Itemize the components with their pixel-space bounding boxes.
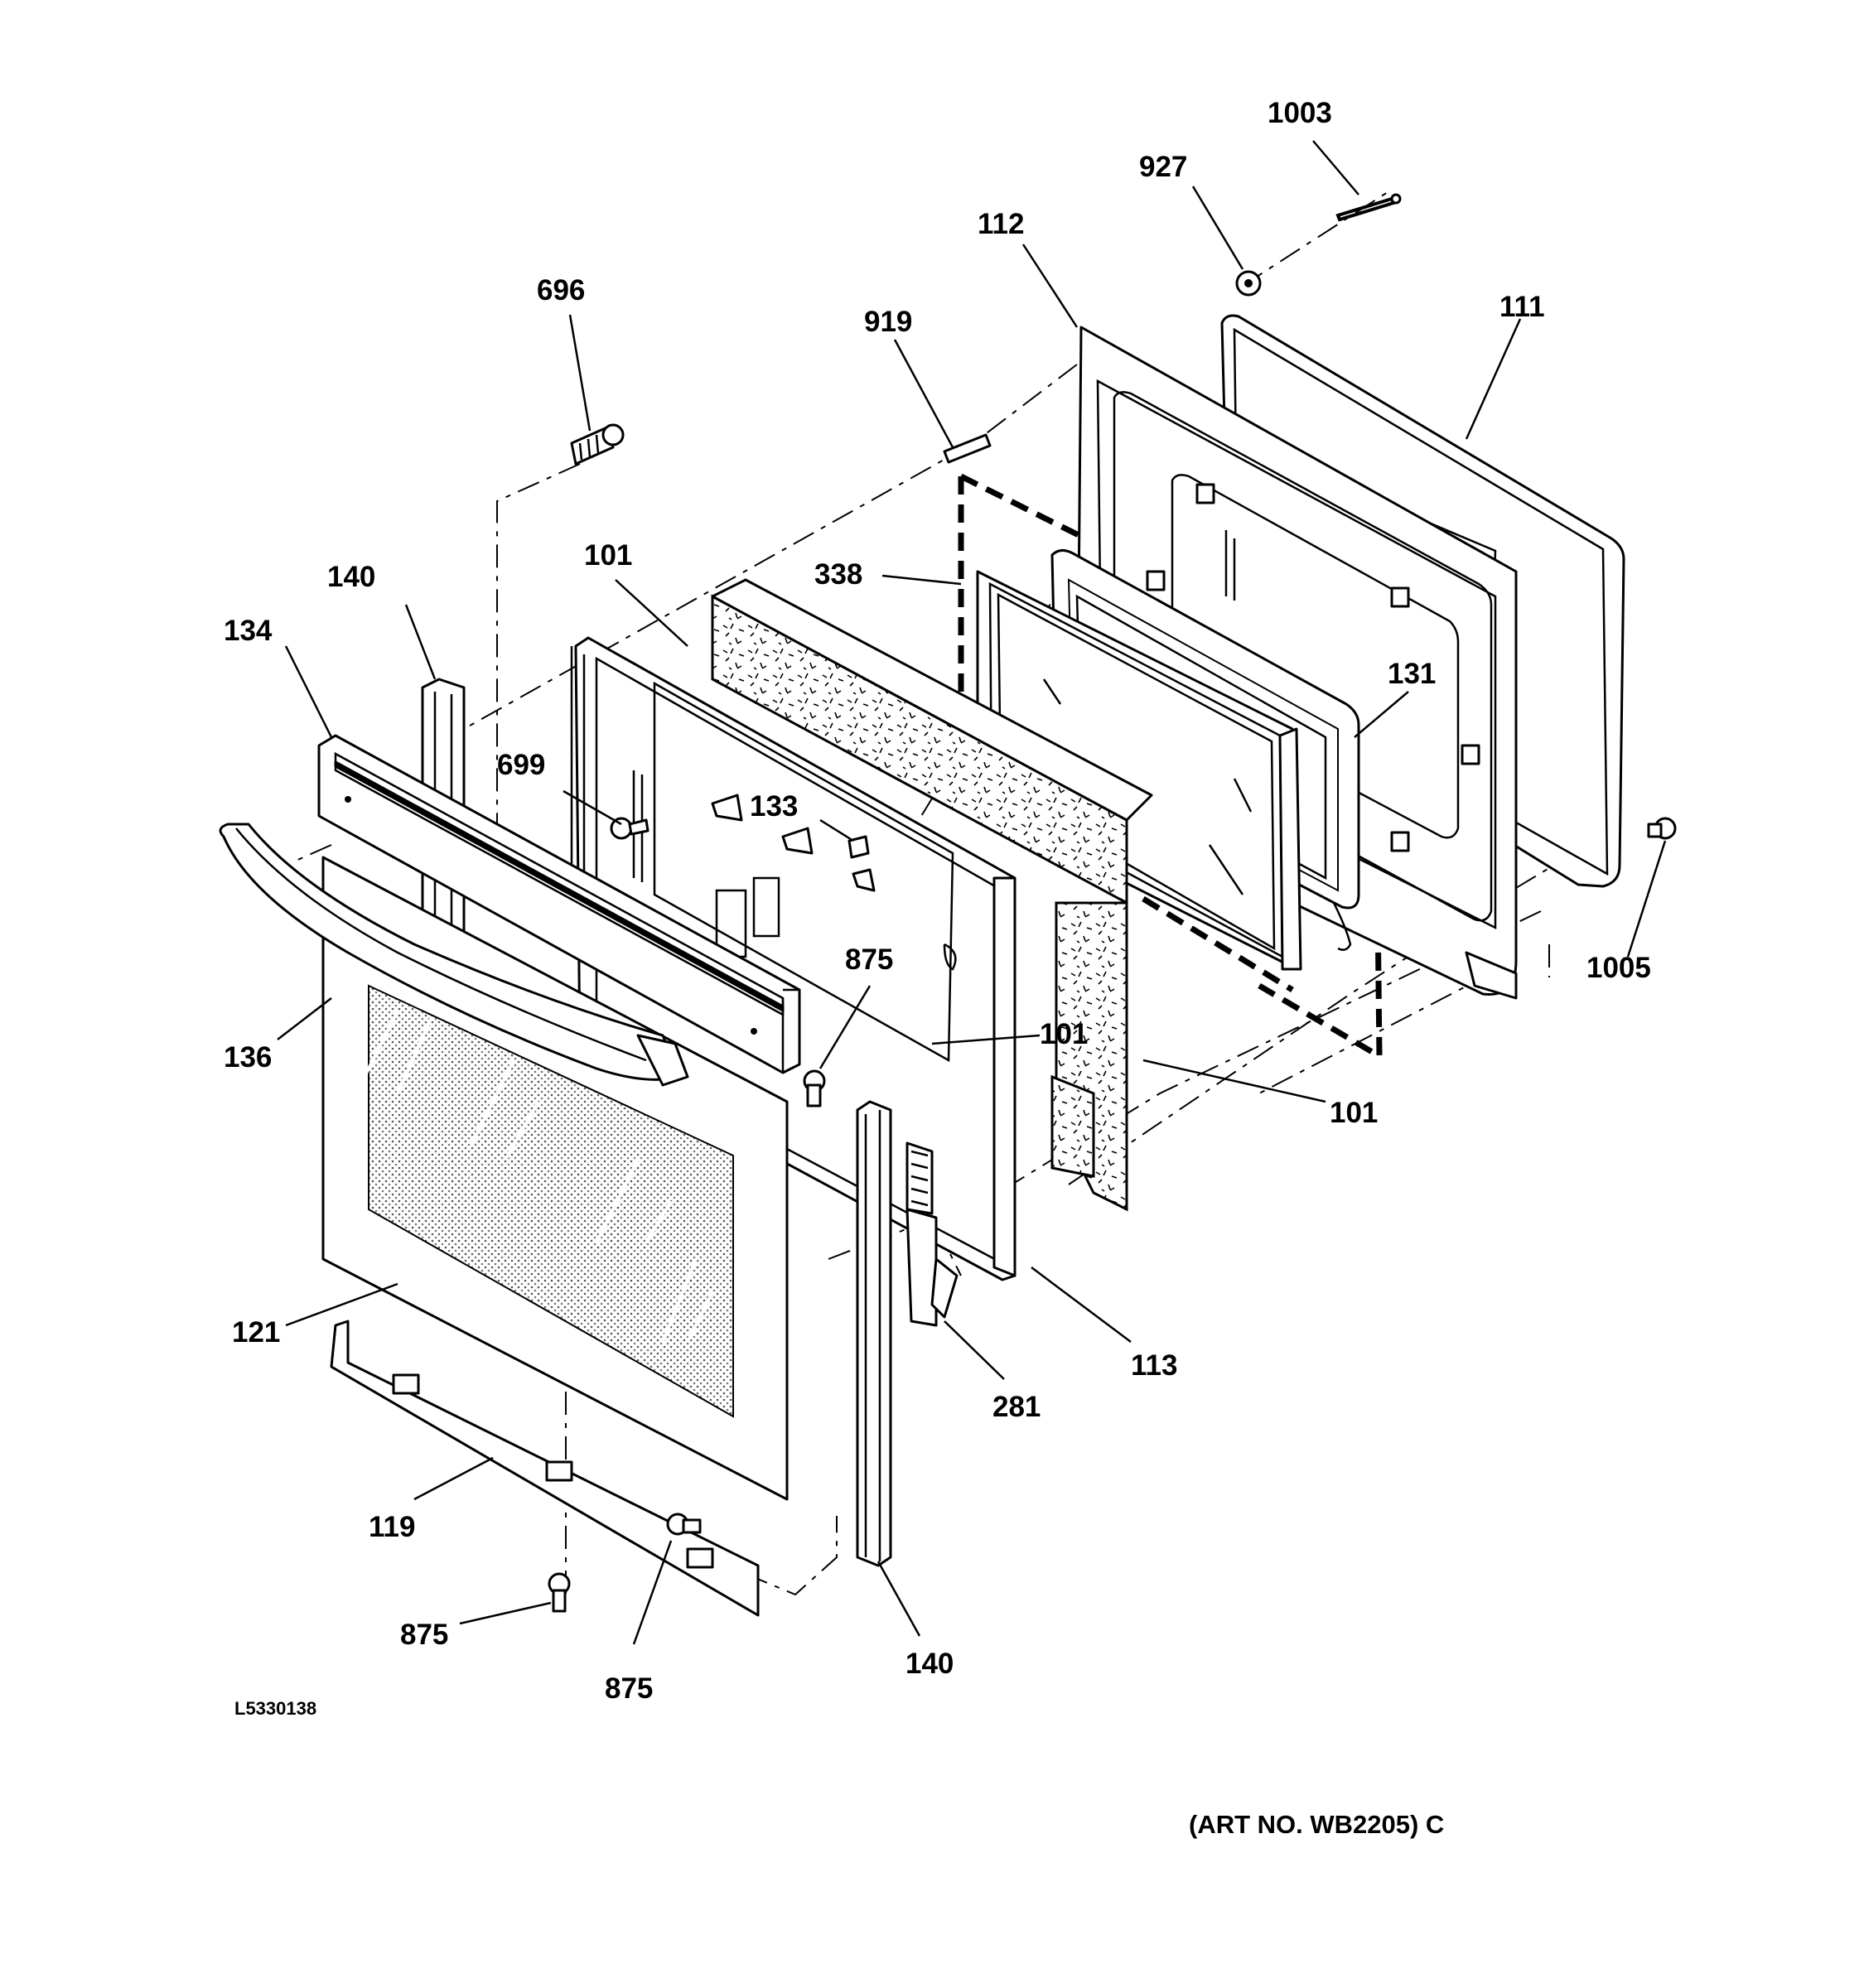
callout-140-top: 140 <box>327 561 375 593</box>
callout-875-bottom-center: 875 <box>605 1672 653 1705</box>
callout-111: 111 <box>1499 291 1545 323</box>
inner-glass-338 <box>976 570 1302 971</box>
drawing-number: L5330138 <box>234 1698 316 1719</box>
callout-133: 133 <box>750 790 798 823</box>
callouts: 1003 927 112 111 696 919 140 101 338 134… <box>224 97 1651 1705</box>
washer-927 <box>1235 270 1262 297</box>
inner-panel-113 <box>570 636 1017 1281</box>
leader-lines <box>277 140 1667 1645</box>
callout-875-bottom-left: 875 <box>400 1619 448 1651</box>
screw-696 <box>570 423 625 466</box>
callout-101-top: 101 <box>584 539 632 572</box>
screw-875-bottom-left <box>548 1572 571 1613</box>
screw-699 <box>610 817 650 840</box>
vent-trim-134 <box>317 734 801 1074</box>
side-channel-140-front <box>856 1100 892 1567</box>
callout-140-bottom: 140 <box>905 1648 954 1680</box>
callout-699: 699 <box>497 749 545 781</box>
callout-927: 927 <box>1139 151 1187 183</box>
callout-131: 131 <box>1388 658 1436 690</box>
hinge-281 <box>905 1141 959 1327</box>
callout-1003: 1003 <box>1268 97 1332 129</box>
callout-112: 112 <box>978 208 1024 240</box>
callout-101-mid: 101 <box>1040 1018 1088 1050</box>
callout-875-mid: 875 <box>845 943 893 976</box>
screw-1003 <box>1335 193 1402 222</box>
callout-134: 134 <box>224 615 273 647</box>
art-number: (ART NO. WB2205) C <box>1189 1810 1444 1839</box>
callout-113: 113 <box>1131 1349 1177 1382</box>
callout-136: 136 <box>224 1041 272 1074</box>
bottom-trim-119 <box>330 1320 760 1617</box>
callout-919: 919 <box>864 306 912 338</box>
clip-133 <box>847 835 870 859</box>
screw-1005 <box>1647 817 1677 840</box>
pin-919 <box>943 433 992 464</box>
outer-glass-121 <box>321 856 789 1501</box>
callout-338: 338 <box>814 558 862 591</box>
callout-281: 281 <box>992 1391 1041 1423</box>
handle-136 <box>219 823 689 1087</box>
screw-875-bottom-center <box>666 1513 702 1536</box>
insulation-101 <box>711 578 1153 1212</box>
callout-121: 121 <box>232 1316 280 1349</box>
callout-1005: 1005 <box>1586 952 1651 984</box>
callout-119: 119 <box>369 1511 415 1543</box>
screw-875-mid <box>803 1069 826 1107</box>
callout-696: 696 <box>537 274 585 306</box>
callout-101-right: 101 <box>1330 1097 1378 1129</box>
